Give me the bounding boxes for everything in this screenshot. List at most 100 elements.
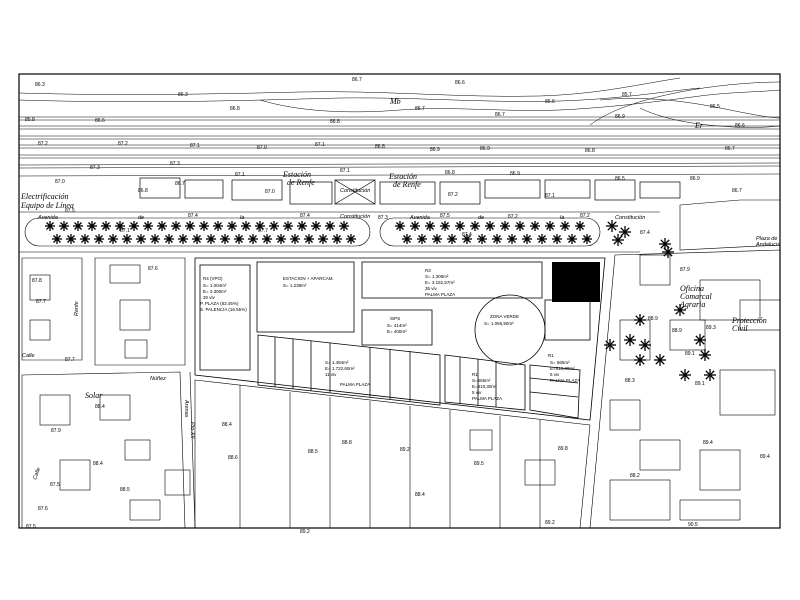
street-de-2: de	[478, 215, 484, 221]
palm-tree-icon	[45, 221, 55, 231]
r1-left-line4: 5 viv	[472, 390, 482, 395]
elevation: 88.4	[222, 422, 232, 428]
r4-line1: R4 (VPO)	[203, 276, 223, 281]
palm-tree-icon	[213, 221, 223, 231]
elevation: 86.9	[615, 114, 625, 120]
r1-left-line5: PALMA PLAZA	[472, 396, 502, 401]
proteccion-line1: Protección	[731, 316, 767, 325]
er-label: Er	[694, 121, 704, 130]
palm-tree-icon	[440, 221, 450, 231]
street-constitucion-2: Constitución	[615, 215, 645, 221]
palm-tree-icon	[339, 221, 349, 231]
elevation: 87.2	[118, 141, 128, 147]
palm-tree-icon	[402, 234, 412, 244]
elevation: 86.3	[35, 82, 45, 88]
street-labels: Avenida de la Constitución Avenida de la…	[22, 188, 780, 481]
elevation: 88.2	[630, 473, 640, 479]
street-pio-xii: Pío XII	[189, 422, 195, 439]
palm-tree-icon	[115, 221, 125, 231]
elevation: 87.9	[680, 267, 690, 273]
terrain-contours	[18, 77, 781, 128]
palm-tree-icon	[346, 234, 356, 244]
palm-tree-icon	[606, 220, 618, 232]
r1-right-line2: S= 665m²	[550, 360, 570, 365]
street-constitucion-1: Constitución	[340, 214, 370, 220]
elevation: 87.5	[65, 208, 75, 214]
palm-tree-icon	[395, 221, 405, 231]
palm-tree-icon	[80, 234, 90, 244]
elevation: 89.1	[695, 381, 705, 387]
sips-line3: E= 400m²	[387, 329, 407, 334]
elevation: 87.5	[50, 482, 60, 488]
palm-tree-icon	[304, 234, 314, 244]
solar-label: Solar	[85, 391, 103, 400]
left-blocks	[21, 257, 196, 529]
r3-line2: S= 1.306m²	[425, 274, 449, 279]
palm-tree-icon	[87, 221, 97, 231]
oficina-line3: Agraria	[679, 300, 705, 309]
elevation: 89.2	[400, 447, 410, 453]
elevation: 86.9	[480, 146, 490, 152]
zona-verde	[474, 294, 546, 366]
elevation: 86.7	[415, 106, 425, 112]
palm-tree-icon	[612, 234, 624, 246]
palm-tree-icon	[560, 221, 570, 231]
palm-tree-icon	[171, 221, 181, 231]
station-buildings	[139, 177, 681, 205]
palm-tree-icon	[679, 369, 691, 381]
plot-labels: R4 (VPO) S= 1.004m² E= 3.300m² 30 viv P.…	[200, 268, 580, 401]
elevation: 87.9	[51, 428, 61, 434]
r4-line4: 30 viv	[203, 295, 216, 300]
r3-line5: PALMA PLAZA	[425, 292, 455, 297]
r1-left-line2: S=665m²	[472, 378, 491, 383]
r1-right-line5: PALMA PLAZA	[550, 378, 580, 383]
palm-tree-icon	[262, 234, 272, 244]
r1-right-line4: 5 viv	[550, 372, 560, 377]
elevation: 87.3	[90, 165, 100, 171]
r1-right-line3: E=810,30m²	[550, 366, 575, 371]
elevation: 86.6	[455, 80, 465, 86]
elevation: 87.3	[378, 215, 388, 221]
bottom-blocks	[194, 379, 591, 529]
palm-tree-icon	[575, 221, 585, 231]
palm-tree-icon	[477, 234, 487, 244]
elevation: 86.5	[615, 176, 625, 182]
r1-left-line1: R1	[472, 372, 478, 377]
plot-r3	[361, 261, 543, 299]
zona-verde-line1: ZONA VERDE	[490, 314, 519, 319]
elevation: 89.4	[703, 440, 713, 446]
palm-tree-icon	[297, 221, 307, 231]
estacion-renfe-1-line1: Estación	[282, 170, 311, 179]
elevation: 87.0	[55, 179, 65, 185]
elevation: 87.5	[440, 213, 450, 219]
palm-tree-icon	[150, 234, 160, 244]
elevation: 87.2	[38, 141, 48, 147]
palm-tree-icon	[101, 221, 111, 231]
oficina-line2: Comarcal	[680, 292, 712, 301]
street-la-2: la	[560, 215, 564, 221]
palm-tree-icon	[157, 221, 167, 231]
r3-line1: R3	[425, 268, 431, 273]
palm-tree-icon	[220, 234, 230, 244]
proteccion-line2: Civil	[732, 324, 748, 333]
elevation: 89.2	[545, 520, 555, 526]
elevation: 87.8	[32, 278, 42, 284]
estacion-plot-line1: ESTACION + APARCAM.	[283, 276, 334, 281]
elevation: 86.8	[330, 119, 340, 125]
street-arenas: Arenas	[183, 399, 189, 418]
palm-tree-icon	[582, 234, 592, 244]
palm-tree-icon	[410, 221, 420, 231]
estacion-renfe-1-line2: de Renfe	[287, 178, 315, 187]
elevation: 86.7	[732, 188, 742, 194]
palm-tree-icon	[515, 221, 525, 231]
palm-tree-icon	[52, 234, 62, 244]
palm-tree-icon	[318, 234, 328, 244]
elevation: 86.9	[690, 176, 700, 182]
estacion-renfe-2-line2: de Renfe	[393, 180, 421, 189]
street-de-1: de	[138, 215, 144, 221]
elevation: 89.3	[706, 325, 716, 331]
street-nunez: Núñez	[150, 376, 166, 382]
electrificacion-line1: Electrificación	[20, 192, 69, 201]
palm-tree-icon	[311, 221, 321, 231]
